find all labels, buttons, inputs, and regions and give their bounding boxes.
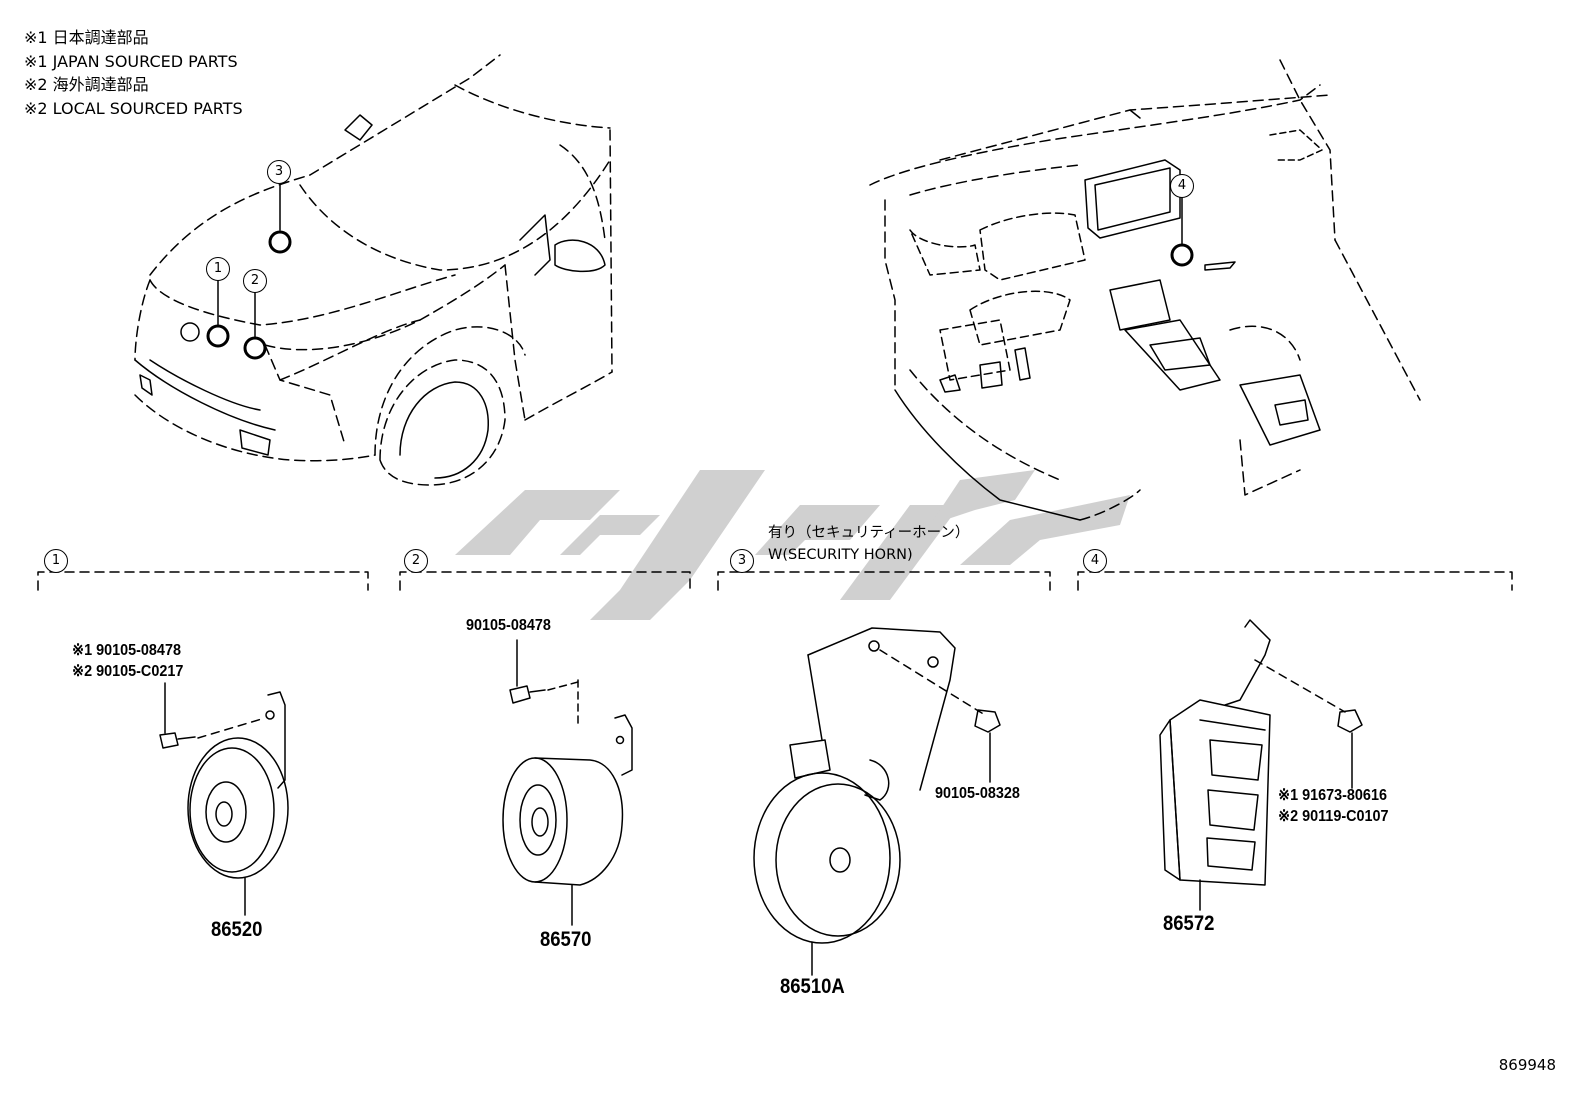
section-brackets	[37, 571, 1513, 591]
callout-2-top: 2	[243, 269, 267, 293]
callout-3-top: 3	[267, 160, 291, 184]
part-number-s4-bolt-2: ※2 90119-C0107	[1278, 808, 1389, 825]
callout-4-top: 4	[1170, 174, 1194, 198]
vehicle-front-view	[134, 54, 613, 486]
horn-86520-drawing	[159, 682, 289, 916]
callout-1-top: 1	[206, 257, 230, 281]
legend-line-2: ※1 JAPAN SOURCED PARTS	[24, 51, 238, 71]
section-4-index: 4	[1083, 549, 1107, 573]
section-3-index: 3	[730, 549, 754, 573]
part-number-s1-bolt-2: ※2 90105-C0217	[72, 663, 184, 680]
horn-86570-drawing	[502, 639, 633, 926]
part-number-s2-bolt: 90105-08478	[466, 617, 551, 634]
part-number-86570: 86570	[540, 928, 592, 951]
legend-line-1: ※1 日本調達部品	[24, 28, 149, 47]
legend-line-4: ※2 LOCAL SOURCED PARTS	[24, 98, 243, 118]
part-number-86510A: 86510A	[780, 975, 845, 998]
part-number-s1-bolt-1: ※1 90105-08478	[72, 642, 181, 659]
horn-86510A-drawing	[753, 627, 1001, 976]
part-number-86572: 86572	[1163, 912, 1215, 935]
module-86572-drawing	[1159, 619, 1363, 911]
security-horn-note-en: W(SECURITY HORN)	[768, 547, 913, 563]
watermark-logo	[455, 470, 1130, 620]
part-number-s3-bolt: 90105-08328	[935, 785, 1020, 802]
legend-line-3: ※2 海外調達部品	[24, 75, 149, 94]
part-number-86520: 86520	[211, 918, 263, 941]
part-number-s4-bolt-1: ※1 91673-80616	[1278, 787, 1387, 804]
security-horn-note-jp: 有り（セキュリティーホーン）	[768, 525, 970, 541]
drawing-number: 869948	[1498, 1056, 1556, 1074]
dashboard-view	[869, 59, 1421, 521]
sourcing-legend: ※1 日本調達部品 ※1 JAPAN SOURCED PARTS ※2 海外調達…	[24, 26, 243, 120]
section-2-index: 2	[404, 549, 428, 573]
section-1-index: 1	[44, 549, 68, 573]
